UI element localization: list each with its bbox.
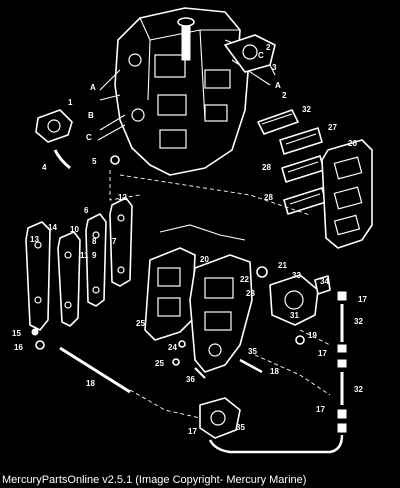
callout-11: 11 (80, 251, 89, 260)
callout-24: 24 (168, 343, 177, 352)
callout-3: 3 (272, 63, 277, 72)
callout-28a-1: 28 (262, 163, 271, 172)
callout-23: 23 (246, 289, 255, 298)
callout-c-left: C (86, 133, 92, 142)
callout-28: 27 (328, 123, 337, 132)
callout-35: 35 (248, 347, 257, 356)
callout-16: 16 (14, 343, 23, 352)
callout-1: 1 (68, 98, 73, 107)
callout-30: 31 (290, 311, 299, 320)
callout-2b: 2 (282, 91, 287, 100)
hose-4 (53, 149, 71, 170)
callout-4: 4 (42, 163, 47, 172)
callout-17a: 17 (358, 295, 367, 304)
fuel-pump-34 (199, 397, 241, 439)
callout-15: 15 (12, 329, 21, 338)
gasket-28 (279, 127, 327, 215)
callout-7: 7 (112, 237, 117, 246)
callout-9: 9 (92, 251, 97, 260)
reference-lines (109, 170, 331, 419)
bolt-5 (110, 155, 120, 165)
hose-fittings-17-33 (208, 291, 347, 454)
callout-c-top: C (258, 51, 264, 60)
callout-22: 22 (240, 275, 249, 284)
part-19 (295, 335, 305, 345)
callout-31: 33 (292, 271, 301, 280)
callout-26: 25 (136, 319, 145, 328)
callout-b: B (88, 111, 94, 120)
part-29 (257, 109, 299, 135)
callout-17c: 17 (316, 405, 325, 414)
callout-21: 21 (278, 261, 287, 270)
fasteners-15-16 (31, 328, 45, 350)
callout-28a-2: 28 (264, 193, 273, 202)
intake-manifold-20 (159, 224, 253, 373)
thermostat-cover (35, 109, 73, 143)
callout-36: 36 (186, 375, 195, 384)
carburetor-31 (256, 266, 331, 326)
head-cover (224, 34, 276, 73)
callout-a-right: A (275, 81, 281, 90)
callout-25: 25 (155, 359, 164, 368)
image-caption: MercuryPartsOnline v2.5.1 (Image Copyrig… (2, 474, 307, 486)
callout-2a: 2 (266, 43, 271, 52)
callout-5: 5 (92, 157, 97, 166)
reed-block-26 (144, 247, 196, 341)
callout-17b: 17 (318, 349, 327, 358)
exploded-parts-diagram: 2 C 3 A 2 32 27 26 28 28 A 1 B C 4 5 12 … (12, 7, 373, 454)
callout-19: 19 (308, 331, 317, 340)
exhaust-cover-27 (321, 139, 373, 249)
callout-labels: 2 C 3 A 2 32 27 26 28 28 A 1 B C 4 5 12 … (12, 43, 367, 436)
callout-33a: 32 (354, 317, 363, 326)
callout-6: 6 (84, 206, 89, 215)
callout-a-left: A (90, 83, 96, 92)
cylinder-block (97, 7, 276, 176)
callout-10: 10 (70, 225, 79, 234)
callout-27: 26 (348, 139, 357, 148)
rod-18 (59, 346, 263, 394)
callout-18-left: 18 (86, 379, 95, 388)
callout-8: 8 (92, 237, 97, 246)
callout-13: 13 (30, 235, 39, 244)
callout-32: 34 (320, 277, 329, 286)
callout-33b: 32 (354, 385, 363, 394)
callout-17d: 17 (188, 427, 197, 436)
callout-20: 20 (200, 255, 209, 264)
fasteners-24-25-36 (172, 340, 206, 379)
callout-34: 35 (236, 423, 245, 432)
callout-18-right: 18 (270, 367, 279, 376)
diagram-canvas: 2 C 3 A 2 32 27 26 28 28 A 1 B C 4 5 12 … (12, 7, 373, 454)
callout-29: 32 (302, 105, 311, 114)
callout-14: 14 (48, 223, 57, 232)
plates-left (25, 197, 133, 331)
callout-12: 12 (118, 193, 127, 202)
